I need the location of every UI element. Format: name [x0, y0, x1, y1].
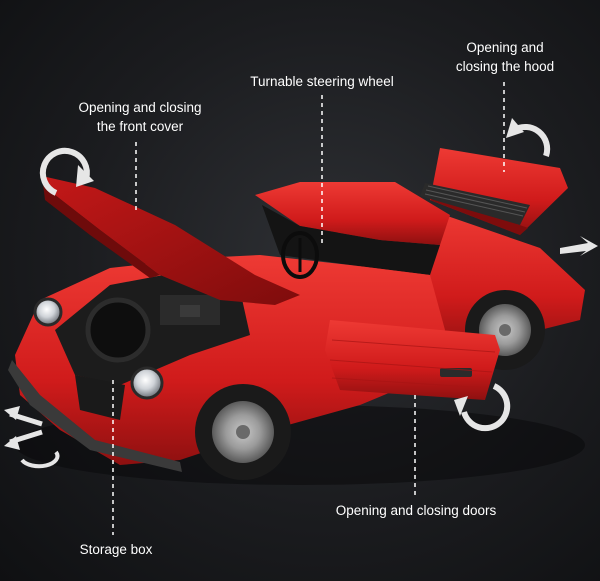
rotate-arrow-icon [506, 118, 551, 157]
left-headlight [33, 297, 63, 327]
steering-label: Turnable steering wheel [250, 74, 394, 89]
right-headlight [130, 366, 164, 400]
hood-label-line1: Opening and [466, 40, 544, 55]
rotate-arrow-icon [39, 147, 94, 196]
swivel-arrows-icon [4, 406, 60, 469]
hood-label: Opening and closing the hood [446, 38, 564, 76]
arrow-right-icon [560, 236, 598, 256]
front-cover-label-line1: Opening and closing [78, 100, 202, 115]
storage-label: Storage box [79, 542, 153, 557]
rear-hood [420, 148, 568, 235]
hood-label-line2: closing the hood [455, 59, 555, 74]
doors-label: Opening and closing doors [335, 503, 497, 518]
steering-wheel [281, 231, 319, 279]
roof [255, 182, 450, 245]
open-door [325, 320, 500, 400]
rotate-arrow-icon [454, 383, 511, 432]
front-cover-label-line2: the front cover [96, 119, 184, 134]
front-cover [42, 176, 300, 305]
front-cover-label: Opening and closing the front cover [70, 98, 210, 136]
